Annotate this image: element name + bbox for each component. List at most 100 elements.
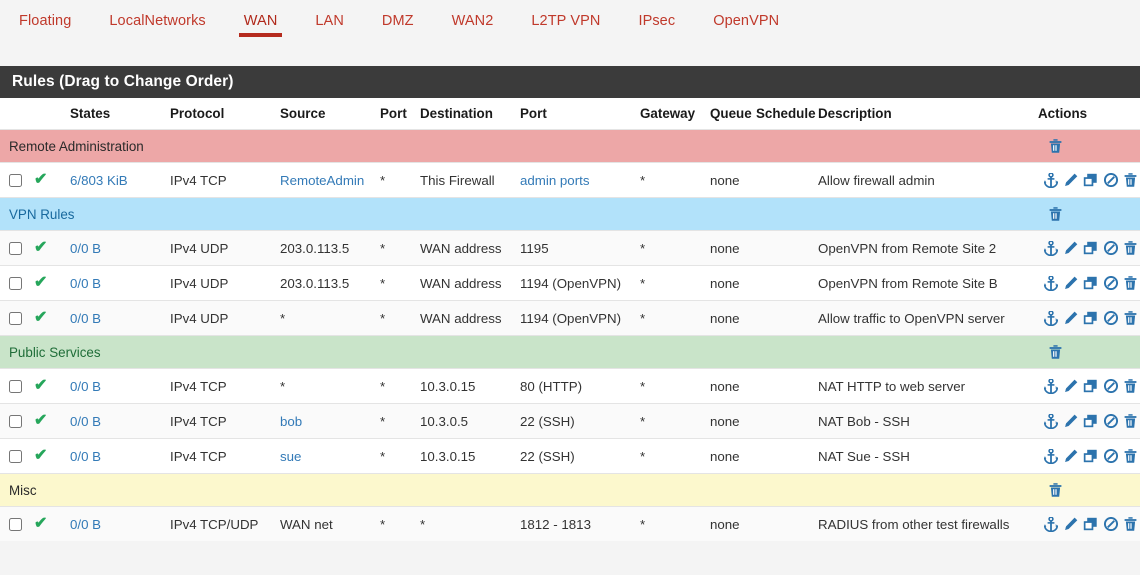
rule-states-link[interactable]: 6/803 KiB [70,172,128,188]
delete-rule-icon[interactable] [1121,515,1140,533]
edit-rule-icon[interactable] [1062,239,1081,257]
rule-states[interactable]: 0/0 B [66,368,166,404]
copy-rule-icon[interactable] [1082,309,1101,327]
rule-source-link[interactable]: sue [280,448,302,464]
row-select-cell[interactable] [0,162,30,198]
row-select-checkbox[interactable] [9,450,22,464]
anchor-icon[interactable] [1042,377,1061,395]
rule-states-link[interactable]: 0/0 B [70,240,102,256]
copy-rule-icon[interactable] [1082,412,1101,430]
anchor-icon[interactable] [1042,171,1061,189]
delete-separator-icon[interactable] [1046,137,1065,155]
tab-openvpn[interactable]: OpenVPN [713,13,780,29]
row-select-checkbox[interactable] [9,312,22,326]
copy-rule-icon[interactable] [1082,515,1101,533]
edit-rule-icon[interactable] [1062,309,1081,327]
delete-rule-icon[interactable] [1121,309,1140,327]
copy-rule-icon[interactable] [1082,171,1101,189]
row-select-cell[interactable] [0,300,30,336]
anchor-icon[interactable] [1042,309,1061,327]
row-select-checkbox[interactable] [9,174,22,188]
edit-rule-icon[interactable] [1062,377,1081,395]
rule-states[interactable]: 0/0 B [66,265,166,301]
delete-rule-icon[interactable] [1121,377,1140,395]
rule-states-link[interactable]: 0/0 B [70,310,102,326]
tab-dmz[interactable]: DMZ [381,13,414,29]
delete-rule-icon[interactable] [1121,412,1140,430]
disable-rule-icon[interactable] [1101,515,1120,533]
tab-wan[interactable]: WAN [225,0,297,42]
row-select-cell[interactable] [0,506,30,541]
delete-rule-icon[interactable] [1121,274,1140,292]
rule-states-link[interactable]: 0/0 B [70,516,102,532]
rule-states-link[interactable]: 0/0 B [70,378,102,394]
disable-rule-icon[interactable] [1101,412,1120,430]
row-select-cell[interactable] [0,265,30,301]
rule-source[interactable]: sue [276,438,376,474]
anchor-icon[interactable] [1042,274,1061,292]
disable-rule-icon[interactable] [1101,274,1120,292]
delete-separator-icon[interactable] [1046,481,1065,499]
tab-wan2[interactable]: WAN2 [451,13,494,29]
rule-states[interactable]: 0/0 B [66,300,166,336]
tab-lan[interactable]: LAN [315,13,344,29]
delete-rule-icon[interactable] [1121,239,1140,257]
row-select-cell[interactable] [0,403,30,439]
edit-rule-icon[interactable] [1062,447,1081,465]
copy-rule-icon[interactable] [1082,239,1101,257]
tab-floating[interactable]: Floating [19,13,72,29]
rule-source[interactable]: RemoteAdmin [276,162,376,198]
rule-source-link[interactable]: bob [280,413,303,429]
row-select-cell[interactable] [0,230,30,266]
tab-l2tp-vpn[interactable]: L2TP VPN [531,13,601,29]
rule-states[interactable]: 0/0 B [66,438,166,474]
copy-rule-icon[interactable] [1082,274,1101,292]
rule-dest-port-link[interactable]: admin ports [520,172,590,188]
row-select-checkbox[interactable] [9,518,22,532]
tab-localnetworks[interactable]: LocalNetworks [109,13,206,29]
edit-rule-icon[interactable] [1062,515,1081,533]
row-select-checkbox[interactable] [9,277,22,291]
rule-states[interactable]: 6/803 KiB [66,162,166,198]
rule-states[interactable]: 0/0 B [66,506,166,541]
delete-rule-icon[interactable] [1121,447,1140,465]
rule-states-link[interactable]: 0/0 B [70,275,102,291]
disable-rule-icon[interactable] [1101,447,1120,465]
disable-rule-icon[interactable] [1101,171,1120,189]
row-select-cell[interactable] [0,368,30,404]
edit-rule-icon[interactable] [1062,274,1081,292]
copy-rule-icon[interactable] [1082,377,1101,395]
disable-rule-icon[interactable] [1101,239,1120,257]
tab-ipsec[interactable]: IPsec [638,13,676,29]
delete-rule-icon[interactable] [1121,171,1140,189]
copy-rule-icon[interactable] [1082,447,1101,465]
row-select-cell[interactable] [0,438,30,474]
edit-rule-icon[interactable] [1062,171,1081,189]
row-select-checkbox[interactable] [9,242,22,256]
disable-rule-icon[interactable] [1101,309,1120,327]
rule-states-link[interactable]: 0/0 B [70,413,102,429]
row-select-checkbox[interactable] [9,415,22,429]
anchor-icon[interactable] [1042,447,1061,465]
edit-rule-icon[interactable] [1062,412,1081,430]
rule-states[interactable]: 0/0 B [66,230,166,266]
rule-source-link[interactable]: RemoteAdmin [280,172,365,188]
delete-separator-icon[interactable] [1046,205,1065,223]
rule-states-link[interactable]: 0/0 B [70,448,102,464]
anchor-icon[interactable] [1042,412,1061,430]
rule-source[interactable]: bob [276,403,376,439]
anchor-icon[interactable] [1042,515,1061,533]
rule-dest-port[interactable]: admin ports [516,162,636,198]
delete-separator-icon[interactable] [1046,343,1065,361]
disable-rule-icon[interactable] [1101,377,1120,395]
rule-states[interactable]: 0/0 B [66,403,166,439]
row-select-checkbox[interactable] [9,380,22,394]
